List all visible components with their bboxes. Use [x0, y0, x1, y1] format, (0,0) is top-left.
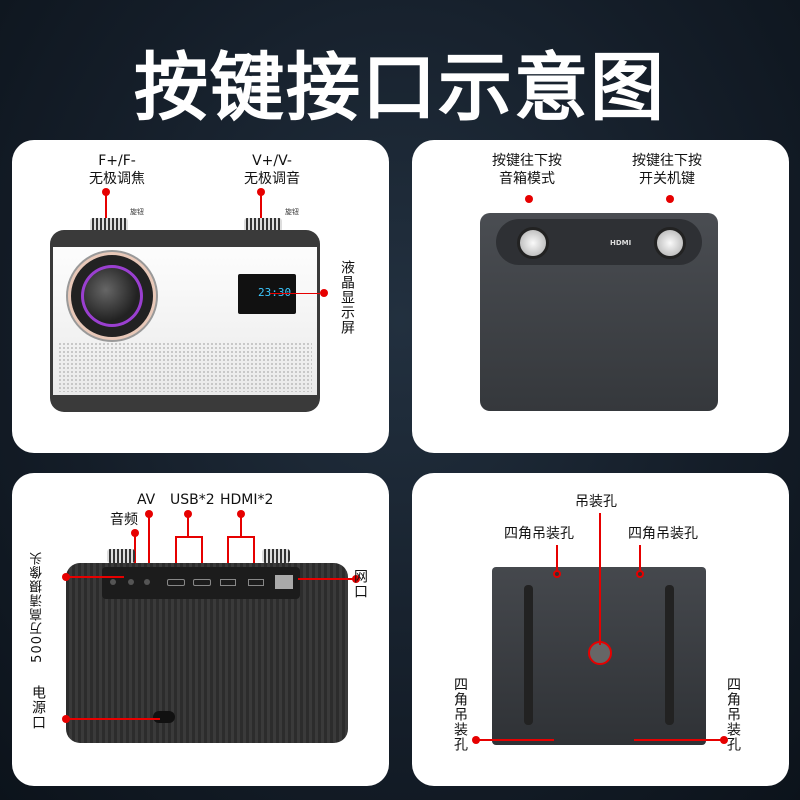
corner-leader-tl: [556, 545, 558, 570]
usb-label: USB*2: [170, 492, 215, 508]
network-port: [275, 575, 293, 589]
corner-hole-tr: [636, 570, 644, 578]
volume-label-text: 无极调音: [244, 171, 300, 187]
left-foot-rail: [524, 585, 533, 725]
hdmi-leader-line: [240, 513, 242, 537]
usb-port-2: [193, 579, 211, 586]
port-strip: [102, 567, 300, 599]
hdmi-port-1: [220, 579, 236, 586]
power-leader-line: [66, 718, 160, 720]
corner-leader-tr: [639, 545, 641, 570]
lens-glass: [81, 265, 143, 327]
audio-port: [128, 579, 134, 585]
front-view-panel: F+/F- 无极调焦 V+/V- 无极调音 旋钮 旋钮 23:30 液晶显示屏: [12, 140, 389, 453]
usb-port-1: [167, 579, 185, 586]
hdmi-label: HDMI*2: [220, 492, 274, 508]
volume-label-code: V+/V-: [252, 153, 292, 169]
lcd-leader-line: [270, 293, 320, 294]
speaker-mode-label-line1: 按键往下按: [492, 153, 562, 169]
corner-mount-label-br: 四角吊装孔: [725, 677, 741, 752]
focus-label-code: F+/F-: [98, 153, 136, 169]
usb-leader-line: [187, 513, 189, 537]
speaker-mode-button[interactable]: [517, 227, 549, 259]
corner-leader-br: [634, 739, 722, 741]
back-knob-right: [262, 549, 290, 563]
power-key-label-line1: 按键往下按: [632, 153, 702, 169]
hdmi-port-2: [248, 579, 264, 586]
power-socket: [153, 711, 175, 723]
network-leader-line: [298, 578, 354, 580]
corner-mount-label-tr: 四角吊装孔: [628, 526, 698, 542]
projector-front-body: 23:30: [50, 230, 320, 412]
hdmi-branch: [227, 536, 255, 538]
usb-branch-right: [201, 536, 203, 574]
focus-knob: [90, 218, 128, 232]
focus-label: F+/F- 无极调焦: [72, 152, 162, 188]
volume-leader-line: [260, 192, 262, 222]
focus-leader-line: [105, 192, 107, 222]
right-foot-rail: [665, 585, 674, 725]
speaker-mode-label: 按键往下按 音箱模式: [482, 152, 572, 188]
camera-leader-line: [66, 576, 124, 578]
av-label: AV: [137, 492, 156, 508]
camera-label: 500万高清摄像头: [30, 551, 45, 663]
usb-branch: [175, 536, 203, 538]
network-label: 网口: [352, 569, 368, 599]
lcd-display: 23:30: [238, 274, 296, 314]
back-knob-left: [107, 549, 135, 563]
speaker-mode-label-line2: 音箱模式: [499, 171, 555, 187]
top-view-panel: 按键往下按 音箱模式 按键往下按 开关机键 HDMI: [412, 140, 789, 453]
center-mount-leader-line: [599, 513, 601, 645]
power-key-label-line2: 开关机键: [639, 171, 695, 187]
top-hdmi-print: HDMI: [610, 239, 632, 247]
power-key-label: 按键往下按 开关机键: [622, 152, 712, 188]
network-marker: [352, 575, 360, 583]
hdmi-branch-left: [227, 536, 229, 574]
projector-back-body: [66, 563, 348, 743]
focus-knob-hint: 旋钮: [130, 208, 144, 216]
av-port: [144, 579, 150, 585]
corner-mount-label-tl: 四角吊装孔: [504, 526, 574, 542]
av-leader-line: [148, 513, 150, 575]
volume-knob-hint: 旋钮: [285, 208, 299, 216]
lcd-label: 液晶显示屏: [339, 260, 355, 335]
corner-hole-tl: [553, 570, 561, 578]
center-mount-label: 吊装孔: [575, 494, 617, 510]
camera-lens: [110, 579, 116, 585]
speaker-mode-marker: [525, 195, 533, 203]
power-button[interactable]: [654, 227, 686, 259]
focus-label-text: 无极调焦: [89, 171, 145, 187]
audio-leader-line: [134, 532, 136, 575]
corner-leader-bl: [476, 739, 554, 741]
usb-branch-left: [175, 536, 177, 574]
corner-marker-br: [720, 736, 728, 744]
speaker-grille: [58, 342, 312, 392]
page-title: 按键接口示意图: [134, 45, 666, 131]
volume-label: V+/V- 无极调音: [227, 152, 317, 188]
hdmi-branch-right: [253, 536, 255, 574]
lens: [68, 252, 156, 340]
audio-label: 音频: [110, 512, 138, 528]
lcd-time: 23:30: [258, 286, 292, 299]
power-key-marker: [666, 195, 674, 203]
power-label: 电源口: [30, 685, 46, 730]
back-view-panel: AV USB*2 HDMI*2 音频 500万高清摄像头 网口 电源口: [12, 473, 389, 786]
projector-top-body: HDMI: [480, 213, 718, 411]
bottom-view-panel: 吊装孔 四角吊装孔 四角吊装孔 四角吊装孔 四角吊装孔: [412, 473, 789, 786]
volume-knob: [244, 218, 282, 232]
lcd-marker: [320, 289, 328, 297]
corner-mount-label-bl: 四角吊装孔: [452, 677, 468, 752]
